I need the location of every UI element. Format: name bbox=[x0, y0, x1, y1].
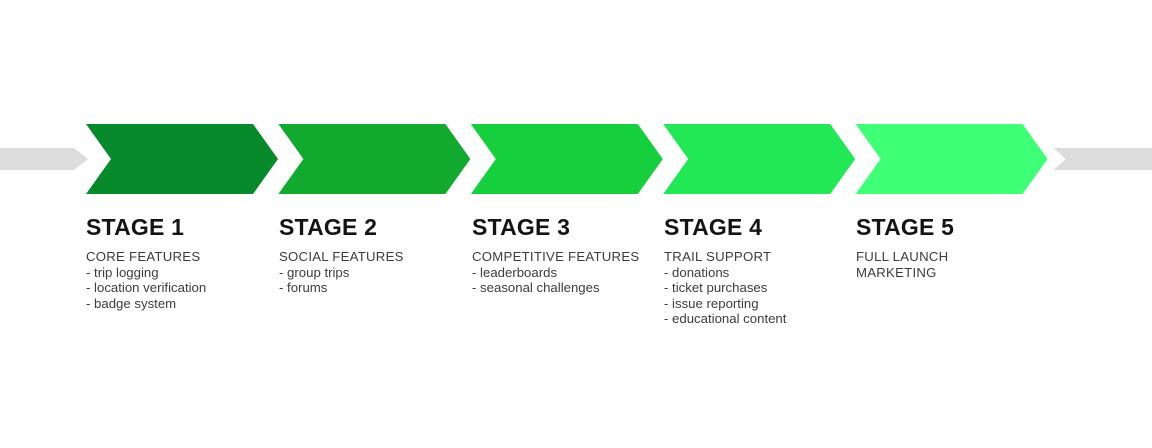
stage-category-line2: MARKETING bbox=[856, 264, 937, 280]
track-lead-out bbox=[1053, 148, 1152, 170]
stage-title: STAGE 1 bbox=[86, 214, 185, 240]
stage-arrow-5[interactable] bbox=[855, 124, 1048, 194]
list-item: - ticket purchases bbox=[664, 280, 768, 296]
stage-label-group: STAGE 1 CORE FEATURES - trip logging - l… bbox=[0, 214, 1152, 374]
stage-column-2: STAGE 2 SOCIAL FEATURES - group trips - … bbox=[279, 214, 475, 296]
stage-title: STAGE 3 bbox=[472, 214, 571, 240]
stage-item-list: - trip logging - location verification -… bbox=[86, 265, 282, 312]
stage-arrow-3[interactable] bbox=[470, 124, 663, 194]
list-item: - leaderboards bbox=[472, 264, 558, 280]
list-item: - forums bbox=[279, 280, 328, 296]
list-item: - issue reporting bbox=[664, 295, 759, 311]
stage-column-4: STAGE 4 TRAIL SUPPORT - donations - tick… bbox=[664, 214, 860, 327]
stage-category: SOCIAL FEATURES bbox=[279, 249, 404, 264]
stage-column-5: STAGE 5 FULL LAUNCH MARKETING bbox=[856, 214, 1052, 280]
stage-item-list: - donations - ticket purchases - issue r… bbox=[664, 265, 860, 327]
list-item: - trip logging bbox=[86, 264, 159, 280]
list-item: - badge system bbox=[86, 295, 177, 311]
stage-title: STAGE 4 bbox=[664, 214, 763, 240]
stage-title: STAGE 2 bbox=[279, 214, 378, 240]
stage-arrow-1[interactable] bbox=[86, 124, 278, 194]
list-item: - location verification bbox=[86, 280, 207, 296]
list-item: - donations bbox=[664, 264, 730, 280]
stage-arrow-2[interactable] bbox=[278, 124, 471, 194]
list-item: - group trips bbox=[279, 264, 350, 280]
stage-item-list: - leaderboards - seasonal challenges bbox=[472, 265, 668, 296]
stage-category: TRAIL SUPPORT bbox=[664, 249, 772, 264]
stage-arrow-4[interactable] bbox=[663, 124, 856, 194]
stage-column-3: STAGE 3 COMPETITIVE FEATURES - leaderboa… bbox=[472, 214, 668, 296]
arrow-band-svg bbox=[0, 124, 1152, 194]
stage-category: COMPETITIVE FEATURES bbox=[472, 249, 640, 264]
stage-title: STAGE 5 bbox=[856, 214, 955, 240]
stage-item-list: - group trips - forums bbox=[279, 265, 475, 296]
stage-arrow-band bbox=[0, 124, 1152, 194]
stage-column-1: STAGE 1 CORE FEATURES - trip logging - l… bbox=[86, 214, 282, 311]
list-item: - educational content bbox=[664, 311, 787, 327]
stage-category: FULL LAUNCH bbox=[856, 249, 949, 264]
stage-category: CORE FEATURES bbox=[86, 249, 201, 264]
list-item: - seasonal challenges bbox=[472, 280, 600, 296]
track-lead-in bbox=[0, 148, 88, 170]
